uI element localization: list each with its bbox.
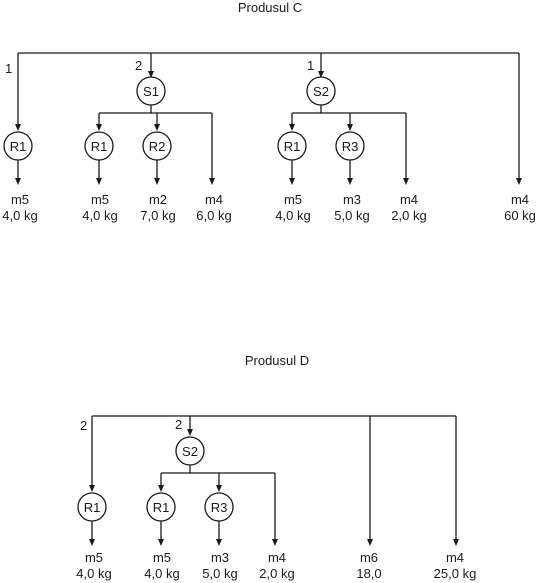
arrowhead [209,178,215,185]
quantity-label: 2 [135,58,142,73]
leaf-code: m3 [343,192,361,207]
leaf-code: m4 [446,550,464,565]
node-label: R1 [10,139,27,154]
leaf-code: m5 [11,192,29,207]
leaf-amount: 4,0 kg [275,208,310,223]
leaf-amount: 25,0 kg [434,566,477,581]
quantity-label: 2 [80,418,87,433]
leaf-amount: 6,0 kg [196,208,231,223]
arrowhead [347,178,353,185]
quantity-label: 1 [5,61,12,76]
node-label: S1 [143,84,159,99]
leaf-code: m4 [400,192,418,207]
node-label: R3 [342,139,359,154]
quantity-label: 2 [175,417,182,432]
leaf-amount: 2,0 kg [391,208,426,223]
arrowhead [154,124,160,131]
arrowhead [289,178,295,185]
quantity-label: 1 [307,58,314,73]
diagram-title: Produsul C [238,0,302,15]
arrowhead [148,71,154,78]
leaf-amount: 4,0 kg [76,566,111,581]
arrowhead [89,539,95,546]
diagram-produsul-c: Produsul C 1 2 1 R1 S1 [2,0,536,223]
leaf-amount: 60 kg [504,208,536,223]
leaf-code: m4 [511,192,529,207]
leaf-amount: 4,0 kg [82,208,117,223]
leaf-code: m3 [211,550,229,565]
arrowhead [15,178,21,185]
node-label: R1 [284,139,301,154]
arrowhead [89,485,95,492]
node-label: R1 [84,500,101,515]
leaf-amount: 7,0 kg [140,208,175,223]
leaf-code: m6 [360,550,378,565]
leaf-code: m4 [205,192,223,207]
arrowhead [453,539,459,546]
leaf-code: m4 [268,550,286,565]
arrowhead [96,178,102,185]
arrowhead [347,124,353,131]
node-label: S2 [182,444,198,459]
leaf-code: m5 [284,192,302,207]
node-label: S2 [313,84,329,99]
arrowhead [216,539,222,546]
leaf-amount: 4,0 kg [144,566,179,581]
arrowhead [367,539,373,546]
arrowhead [154,178,160,185]
diagram-produsul-d: Produsul D 2 2 R1 S2 R1 [76,353,476,581]
leaf-amount: 5,0 kg [334,208,369,223]
arrowhead [318,71,324,78]
arrowhead [289,124,295,131]
arrowhead [15,124,21,131]
leaf-amount: 4,0 kg [2,208,37,223]
arrowhead [96,124,102,131]
leaf-amount: 18,0 [356,566,381,581]
leaf-amount: 5,0 kg [202,566,237,581]
arrowhead [516,178,522,185]
arrowhead [187,429,193,436]
leaf-code: m5 [85,550,103,565]
node-label: R3 [211,500,228,515]
arrowhead [216,485,222,492]
arrowhead [158,539,164,546]
node-label: R2 [149,139,166,154]
diagram-title: Produsul D [245,353,309,368]
node-label: R1 [91,139,108,154]
arrowhead [158,485,164,492]
leaf-code: m5 [91,192,109,207]
arrowhead [403,178,409,185]
arrowhead [272,539,278,546]
node-label: R1 [153,500,170,515]
leaf-code: m2 [149,192,167,207]
leaf-amount: 2,0 kg [259,566,294,581]
leaf-code: m5 [153,550,171,565]
